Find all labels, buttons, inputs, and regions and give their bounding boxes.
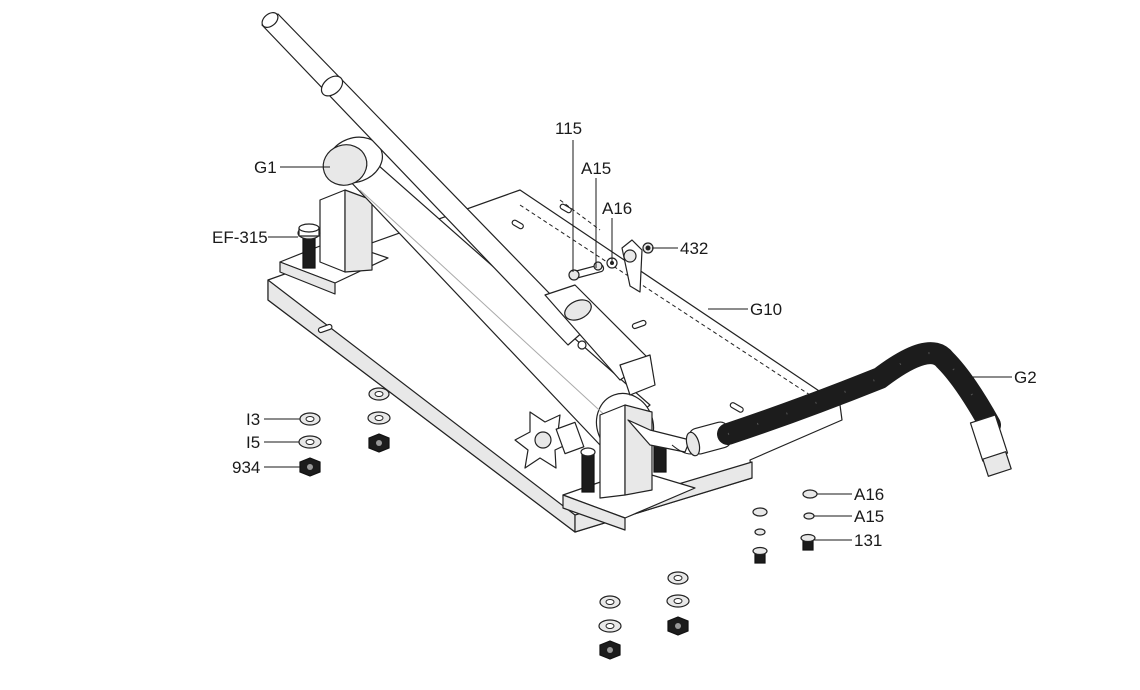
star-knob	[514, 411, 585, 469]
bracket-432	[621, 239, 654, 293]
label-115: 115	[555, 119, 582, 138]
ef315-bolt	[297, 223, 321, 269]
label-g2: G2	[1014, 368, 1037, 387]
label-g1: G1	[254, 158, 277, 177]
label-a16-right: A16	[854, 485, 884, 504]
label-i5: I5	[246, 433, 260, 452]
label-a15-right: A15	[854, 507, 884, 526]
label-a16-top: A16	[602, 199, 632, 218]
label-ef315: EF-315	[212, 228, 268, 247]
loose-washers-nuts	[298, 387, 818, 660]
label-432: 432	[680, 239, 708, 258]
pump-handle-lever	[261, 12, 656, 396]
hydraulic-hose	[717, 342, 1012, 477]
label-i3: I3	[246, 410, 260, 429]
label-131: 131	[854, 531, 882, 550]
leader-lines	[264, 140, 1012, 541]
label-a15-top: A15	[581, 159, 611, 178]
left-support-block	[279, 189, 389, 295]
label-934: 934	[232, 458, 260, 477]
label-g10: G10	[750, 300, 782, 319]
bolt-115-assembly	[568, 257, 618, 281]
